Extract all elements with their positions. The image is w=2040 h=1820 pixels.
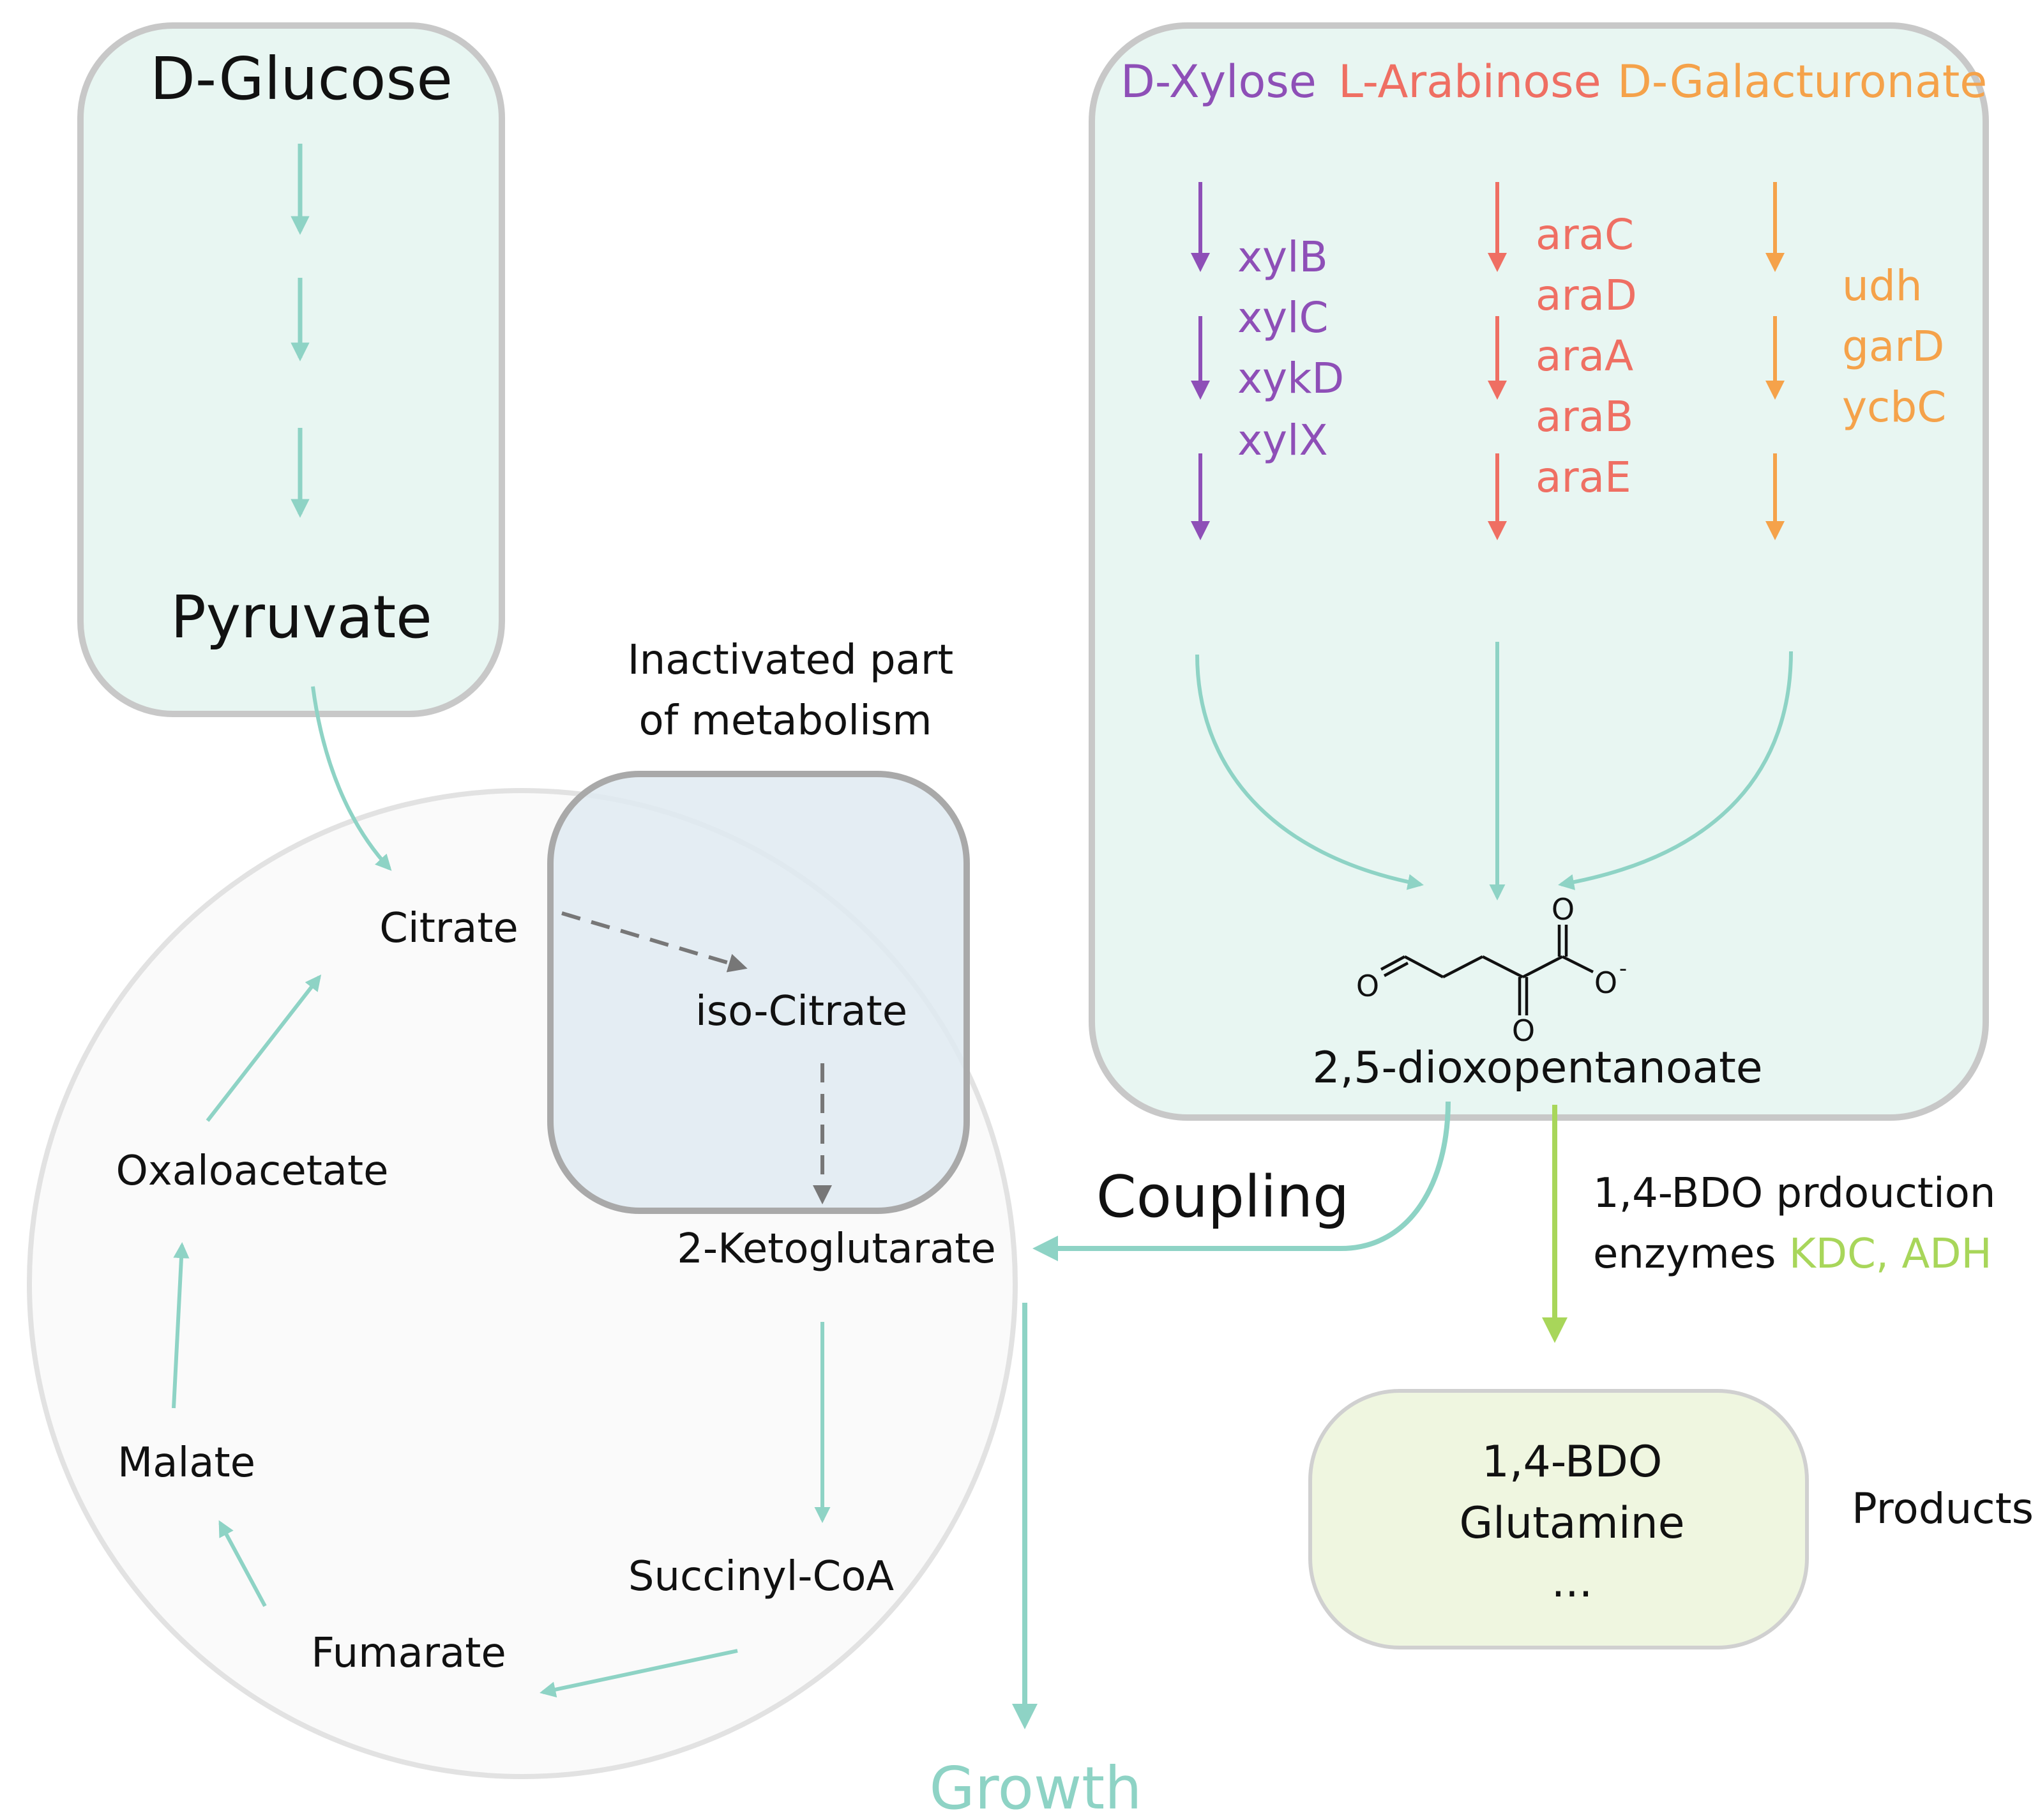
sugar-label-arabinose: L-Arabinose [1338, 56, 1601, 108]
gene-xylC: xylC [1237, 293, 1329, 342]
dioxopentanoate-structure [1380, 925, 1594, 1015]
gene-araE: araE [1536, 453, 1631, 502]
succinyl-to-fumarate-arrow [540, 1649, 738, 1698]
tca-succinyl-coa: Succinyl-CoA [628, 1553, 895, 1600]
growth-label: Growth [929, 1754, 1142, 1820]
gene-xykD: xykD [1237, 354, 1344, 403]
gene-ycbC: ycbC [1842, 383, 1946, 432]
product-more: ... [1552, 1557, 1593, 1607]
products-label: Products [1852, 1484, 2034, 1533]
gene-xylX: xylX [1237, 416, 1328, 465]
inactive-label-line1: Inactivated part [628, 637, 954, 684]
product-bdo: 1,4-BDO [1482, 1437, 1663, 1487]
gene-xylB: xylB [1237, 232, 1328, 282]
tca-malate: Malate [117, 1439, 255, 1487]
atom-charge: - [1619, 956, 1627, 982]
gene-garD: garD [1842, 322, 1944, 371]
product-glutamine: Glutamine [1459, 1498, 1684, 1549]
tca-fumarate: Fumarate [311, 1630, 506, 1677]
gene-araD: araD [1536, 271, 1637, 320]
tca-citrate: Citrate [379, 905, 518, 952]
bdo-enzymes-line2: enzymes KDC, ADH [1593, 1231, 1992, 1278]
tca-ketoglutarate: 2-Ketoglutarate [677, 1225, 996, 1273]
coupling-label: Coupling [1096, 1164, 1349, 1231]
xylose-converge-arrow [1195, 654, 1424, 890]
oxaloacetate-to-citrate-arrow [206, 974, 322, 1122]
molecule-label: 2,5-dioxopentanoate [1312, 1043, 1762, 1093]
pyruvate-to-citrate-arrow [311, 686, 392, 871]
bdo-enzymes-prefix: enzymes [1593, 1231, 1776, 1278]
bdo-enzymes-line1: 1,4-BDO prdouction [1593, 1170, 1995, 1217]
sugar-label-galacturonate: D-Galacturonate [1617, 56, 1987, 108]
products-box [1308, 1389, 1809, 1649]
sugar-label-xylose: D-Xylose [1121, 56, 1317, 108]
pyruvate-label: Pyruvate [170, 583, 432, 651]
gene-araA: araA [1536, 331, 1633, 381]
malate-to-oxaloacetate-arrow [172, 1241, 190, 1409]
fumarate-to-malate-arrow [218, 1520, 267, 1607]
atom-aldehyde-o: O [1356, 969, 1379, 1003]
coupling-arrow [1032, 1101, 1451, 1261]
tca-isocitrate: iso-Citrate [695, 988, 907, 1035]
citrate-to-isocitrate-arrow [561, 911, 748, 973]
inactive-label-line2: of metabolism [638, 697, 932, 745]
glucose-box [77, 22, 505, 717]
bdo-enzymes-names: KDC, ADH [1789, 1231, 1992, 1278]
atom-carboxyl-o: O [1552, 892, 1575, 927]
galacturonate-converge-arrow [1558, 651, 1793, 890]
gene-araC: araC [1536, 210, 1634, 259]
tca-oxaloacetate: Oxaloacetate [116, 1148, 389, 1195]
atom-carboxylate-o: O [1594, 966, 1617, 1000]
gene-udh: udh [1842, 261, 1923, 310]
inactive-box [547, 771, 970, 1214]
atom-keto-o: O [1512, 1013, 1535, 1048]
glucose-label: D-Glucose [150, 45, 453, 113]
sugars-box [1089, 22, 1989, 1121]
gene-araB: araB [1536, 392, 1633, 441]
